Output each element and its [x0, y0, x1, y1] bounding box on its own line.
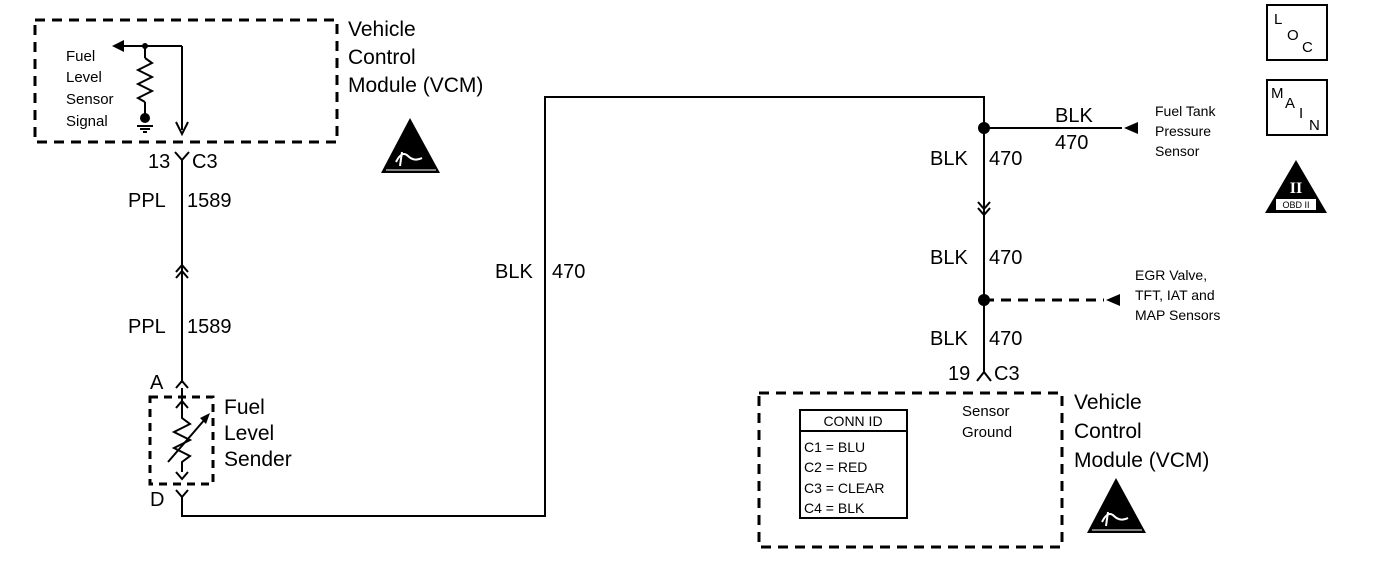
esd-warning-icon: [381, 118, 440, 173]
blk-color-label-r3: BLK: [930, 328, 968, 350]
fuel-signal-line3: Sensor: [66, 91, 114, 108]
pin19-connector: C3: [994, 363, 1020, 385]
main-letter-n: N: [1309, 117, 1320, 134]
egr-label-line2: TFT, IAT and: [1135, 287, 1215, 303]
blk-470-vcm-wire: BLK 470 BLK 470 BLK 470 BLK 470: [930, 105, 1138, 372]
ppl-color-label-upper: PPL: [128, 190, 166, 212]
inline-connector-right-icon: [977, 201, 991, 211]
fuel-signal-line1: Fuel: [66, 48, 95, 65]
sender-pin-a: A: [150, 372, 164, 394]
variable-resistor-icon: [171, 410, 193, 472]
obd-roman-numeral: II: [1290, 180, 1302, 197]
conn-id-row-c4: C4 = BLK: [804, 500, 865, 516]
vcm-bottom-boundary: [757, 391, 1064, 549]
sender-pin-d: D: [150, 489, 164, 511]
vcm-top-title-line2: Control: [348, 46, 416, 69]
fuel-tank-label-line3: Sensor: [1155, 143, 1200, 159]
sensor-ground-line2: Ground: [962, 424, 1012, 441]
connector-c3-pin19: 19 C3: [948, 363, 1020, 385]
main-icon: M A I N: [1266, 79, 1328, 136]
blk-circuit-label-r3: 470: [989, 328, 1022, 350]
blk-circuit-label-r2: 470: [989, 247, 1022, 269]
loc-letter-l: L: [1274, 11, 1282, 28]
esd-warning-bottom-icon: [1087, 478, 1146, 533]
pin19-number: 19: [948, 363, 970, 385]
egr-label-line1: EGR Valve,: [1135, 267, 1207, 283]
conn-id-table: CONN ID C1 = BLU C2 = RED C3 = CLEAR C4 …: [799, 409, 908, 519]
vcm-top-module: Vehicle Control Module (VCM) Fuel Level …: [33, 18, 483, 173]
vcm-top-title-line3: Module (VCM): [348, 74, 483, 97]
conn-id-row-c1: C1 = BLU: [804, 439, 865, 455]
fuel-level-sender: A Fuel Level Sender D: [148, 372, 292, 511]
blk-color-label-mid: BLK: [495, 261, 533, 283]
vcm-bottom-title-line2: Control: [1074, 420, 1142, 443]
fuel-signal-line4: Signal: [66, 113, 108, 130]
blk-circuit-label-r1: 470: [989, 148, 1022, 170]
fuel-level-sensor-signal-circuit: [112, 40, 189, 137]
sender-label-line3: Sender: [224, 448, 292, 471]
loc-icon: L O C: [1266, 4, 1328, 61]
sensor-ground-line1: Sensor: [962, 403, 1010, 420]
vcm-bottom-module: Sensor Ground CONN ID C1 = BLU C2 = RED …: [757, 391, 1209, 549]
main-letter-i: I: [1299, 105, 1303, 122]
inline-connector-icon: [175, 263, 189, 273]
ppl-circuit-label-lower: 1589: [187, 316, 232, 338]
obd-label: OBD II: [1282, 200, 1309, 210]
fuel-signal-line2: Level: [66, 69, 102, 86]
connector-c3-pin13: 13 C3: [148, 151, 218, 173]
main-letter-m: M: [1271, 85, 1284, 102]
main-letter-a: A: [1285, 95, 1295, 112]
blk-circuit-label-tank: 470: [1055, 132, 1088, 154]
fuel-tank-label-line2: Pressure: [1155, 123, 1211, 139]
egr-label-line3: MAP Sensors: [1135, 307, 1220, 323]
loc-letter-c: C: [1302, 39, 1313, 56]
blk-color-label-r1: BLK: [930, 148, 968, 170]
conn-id-row-c2: C2 = RED: [804, 459, 867, 475]
conn-id-row-c3: C3 = CLEAR: [804, 480, 885, 496]
vcm-top-boundary: [33, 18, 339, 144]
sender-label-line1: Fuel: [224, 396, 265, 419]
obd-ii-icon: II OBD II: [1265, 160, 1327, 213]
sender-label-line2: Level: [224, 422, 274, 445]
ppl-color-label-lower: PPL: [128, 316, 166, 338]
blk-470-ground-wire: BLK 470: [181, 96, 985, 517]
pullup-resistor-icon: [135, 57, 155, 103]
blk-color-label-r2: BLK: [930, 247, 968, 269]
ppl-1589-wire: PPL 1589 PPL 1589: [128, 160, 232, 389]
pin13-connector: C3: [192, 151, 218, 173]
vcm-top-title-line1: Vehicle: [348, 18, 416, 41]
conn-id-title: CONN ID: [823, 413, 882, 429]
blk-color-label-tank: BLK: [1055, 105, 1093, 127]
blk-circuit-label-mid: 470: [552, 261, 585, 283]
loc-letter-o: O: [1287, 27, 1299, 44]
vcm-bottom-title-line3: Module (VCM): [1074, 449, 1209, 472]
ppl-circuit-label-upper: 1589: [187, 190, 232, 212]
vcm-bottom-title-line1: Vehicle: [1074, 391, 1142, 414]
fuel-tank-label-line1: Fuel Tank: [1155, 103, 1216, 119]
pin13-number: 13: [148, 151, 170, 173]
